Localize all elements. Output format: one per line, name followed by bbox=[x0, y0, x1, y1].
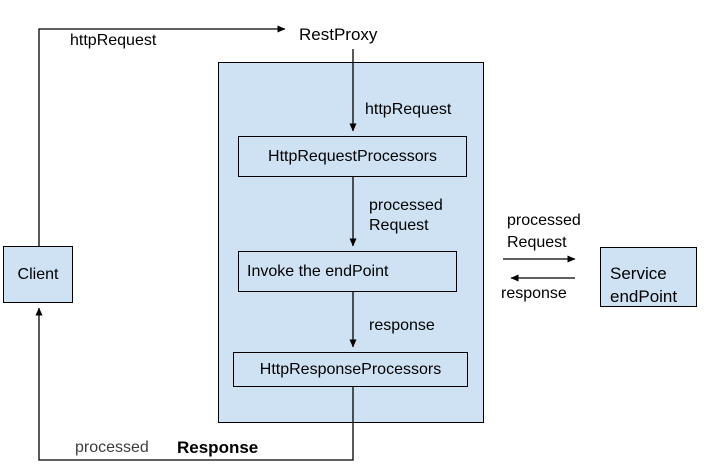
invoke-endpoint-label: Invoke the endPoint bbox=[247, 263, 389, 280]
edge-label-httprequest-inner: httpRequest bbox=[365, 101, 452, 118]
edge-label-processed-request-right: processed Request bbox=[507, 212, 581, 251]
client-node: Client bbox=[3, 246, 73, 303]
edge-label-response-bottom: Response bbox=[177, 438, 259, 457]
service-endpoint-label: Service endPoint bbox=[610, 264, 678, 306]
service-endpoint-node: Service endPoint bbox=[600, 247, 697, 307]
edge-label-response-right: response bbox=[501, 285, 567, 302]
invoke-endpoint-node: Invoke the endPoint bbox=[238, 251, 457, 292]
edge-label-httprequest-top: httpRequest bbox=[70, 32, 157, 49]
restproxy-title: RestProxy bbox=[299, 25, 378, 44]
client-node-label: Client bbox=[17, 266, 59, 283]
http-request-processors-label: HttpRequestProcessors bbox=[268, 148, 437, 165]
http-response-processors-node: HttpResponseProcessors bbox=[233, 352, 468, 387]
edge-label-processed-bottom: processed bbox=[75, 439, 149, 456]
http-response-processors-label: HttpResponseProcessors bbox=[259, 361, 442, 378]
http-request-processors-node: HttpRequestProcessors bbox=[238, 136, 467, 177]
edge-label-response-inner: response bbox=[369, 317, 435, 334]
edge-label-processed-request-inner: processed Request bbox=[369, 197, 443, 234]
